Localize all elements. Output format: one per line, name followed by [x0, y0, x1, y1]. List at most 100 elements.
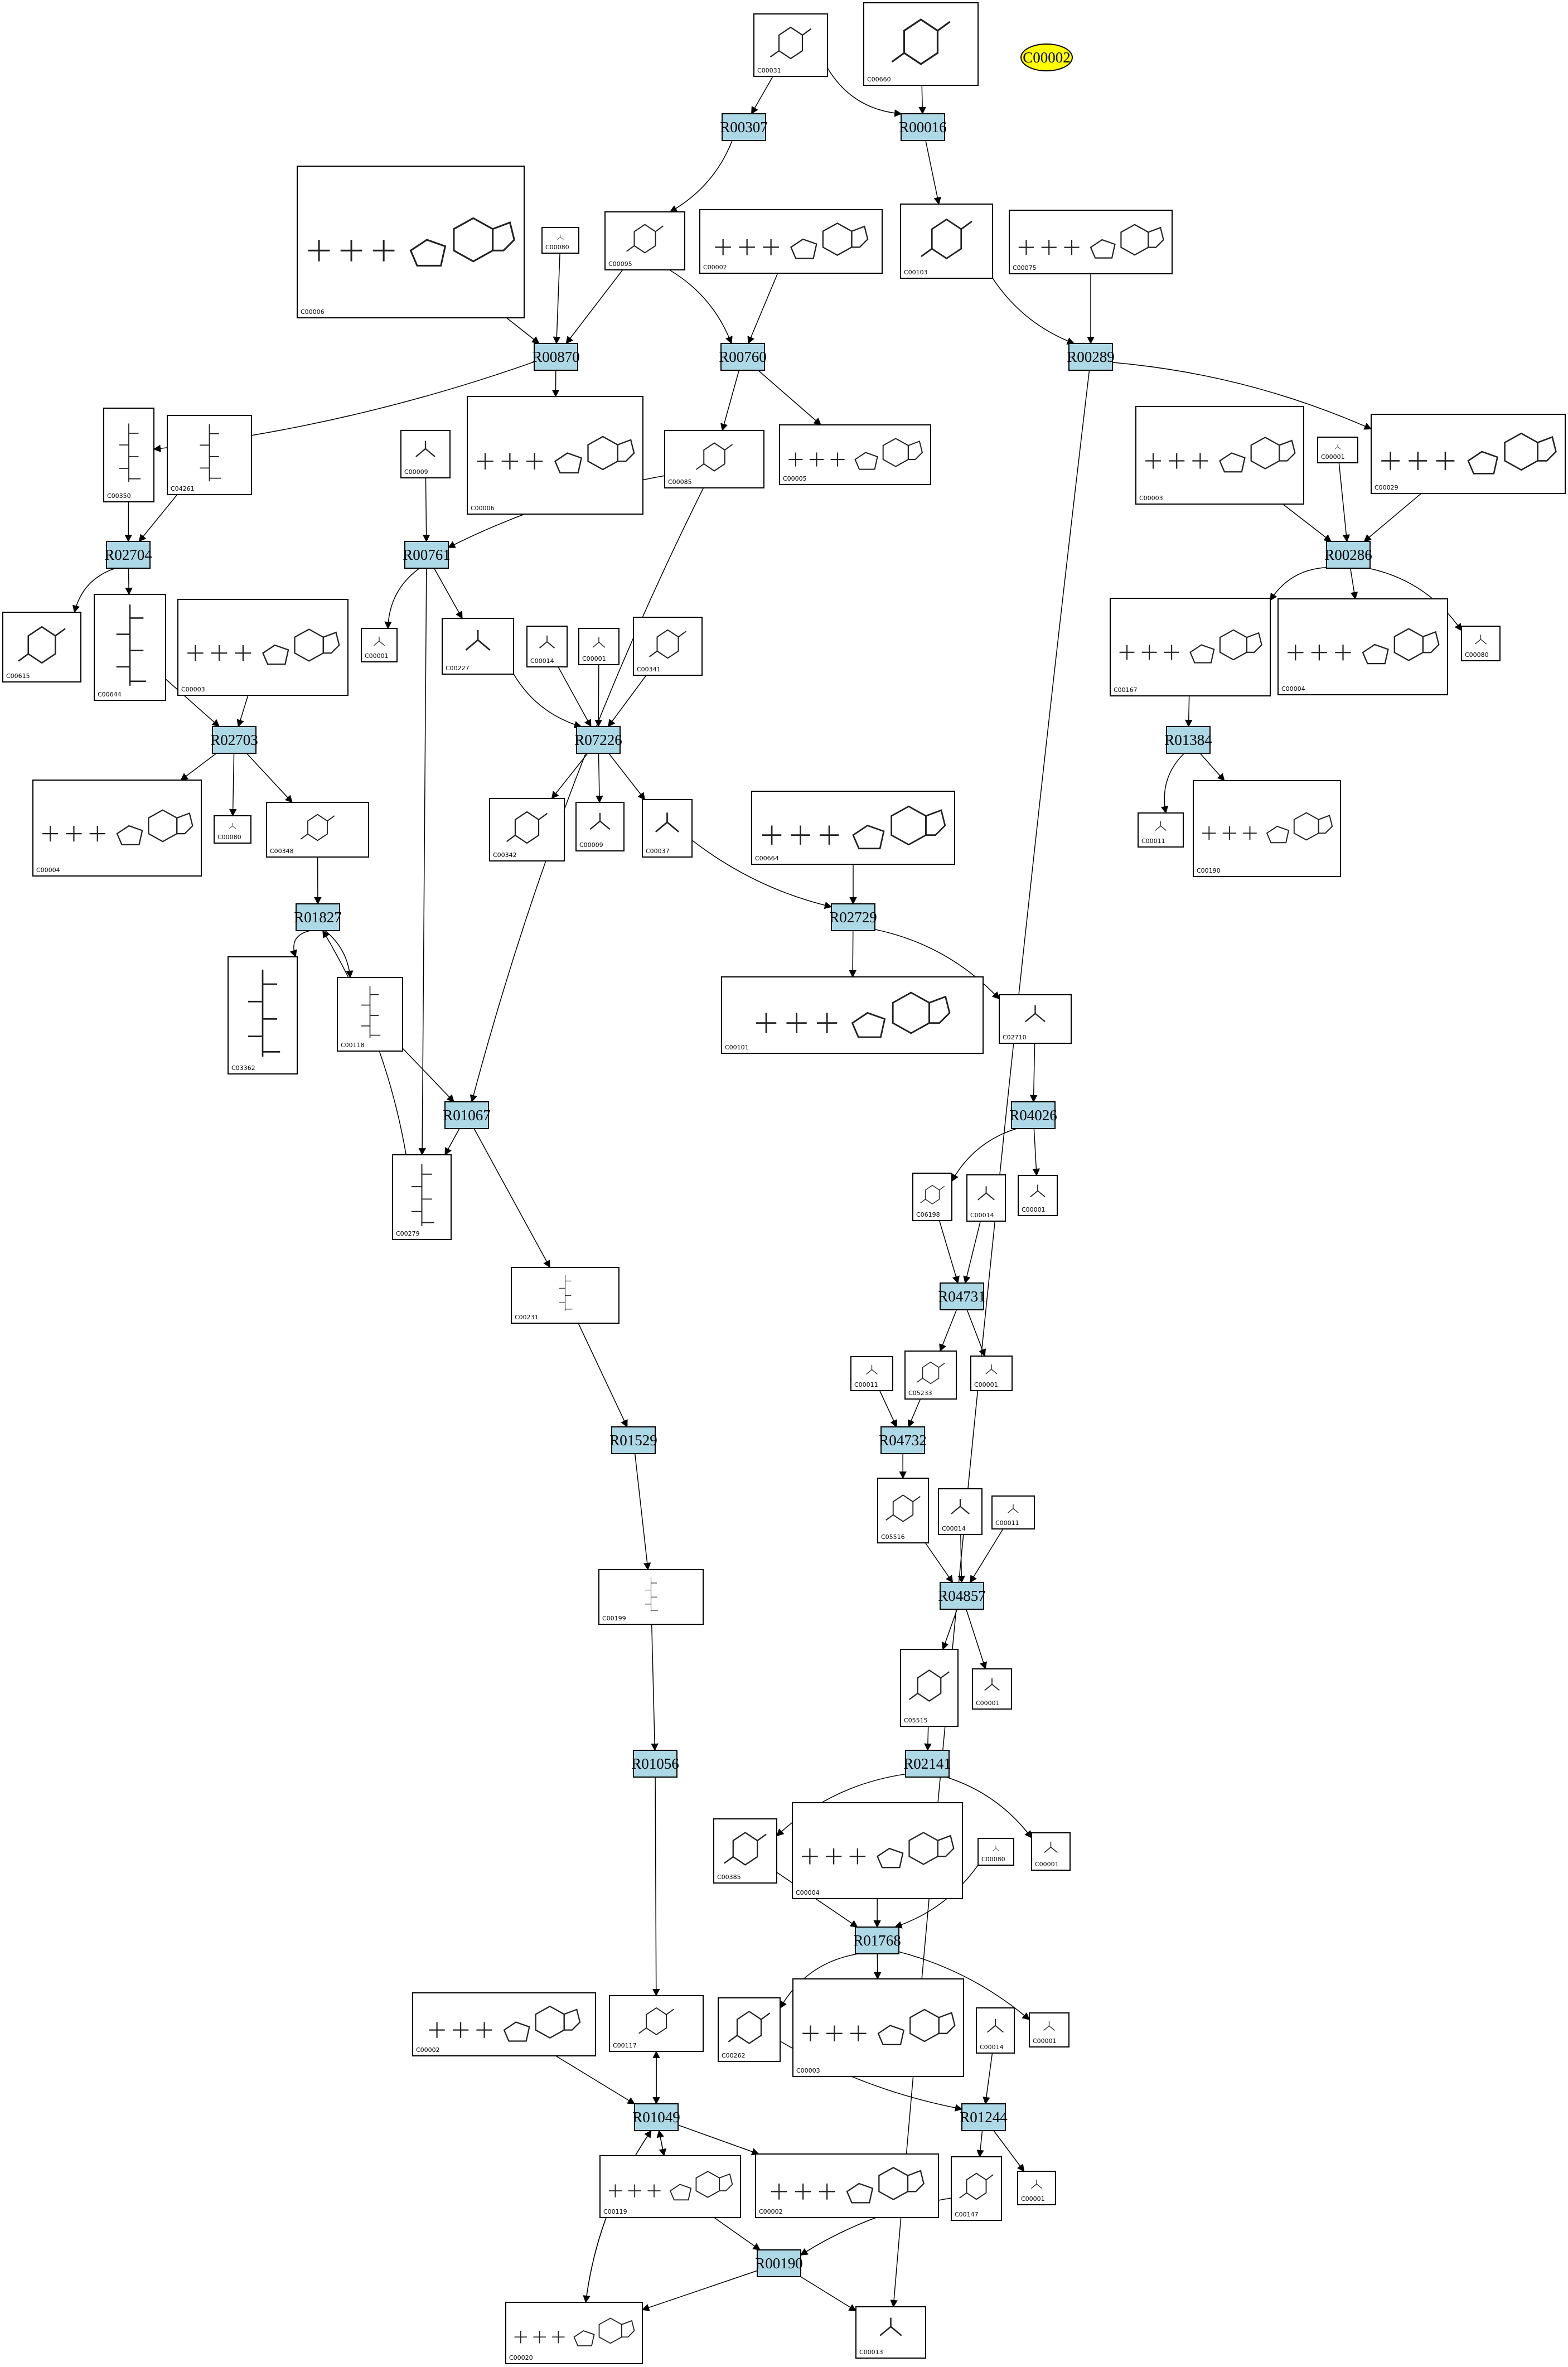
reaction-r01529[interactable]: R01529 — [609, 1426, 657, 1454]
compound-c00002[interactable]: C00002 — [699, 209, 883, 274]
compound-c00006[interactable]: C00006 — [467, 396, 643, 515]
compound-c00190[interactable]: C00190 — [1193, 780, 1341, 877]
compound-c00014[interactable]: C00014 — [526, 626, 568, 667]
compound-c00002[interactable]: C00002 — [412, 1992, 596, 2056]
compound-c00644[interactable]: C00644 — [94, 594, 166, 701]
reaction-r00016[interactable]: R00016 — [899, 113, 947, 141]
compound-c00080[interactable]: C00080 — [977, 1838, 1014, 1866]
compound-c05516[interactable]: C05516 — [877, 1478, 929, 1543]
compound-c00350[interactable]: C00350 — [103, 408, 154, 502]
compound-c00004[interactable]: C00004 — [1277, 598, 1448, 695]
compound-c00227[interactable]: C00227 — [442, 618, 514, 675]
reaction-r04857[interactable]: R04857 — [938, 1582, 986, 1610]
reaction-r01827[interactable]: R01827 — [294, 903, 342, 931]
reaction-r02703[interactable]: R02703 — [210, 726, 258, 754]
edge-arrow — [594, 664, 602, 728]
compound-c00615[interactable]: C00615 — [2, 612, 81, 682]
reaction-r02729[interactable]: R02729 — [829, 903, 877, 931]
compound-c00001[interactable]: C00001 — [972, 1668, 1012, 1710]
compound-c00001[interactable]: C00001 — [1017, 2171, 1056, 2205]
compound-c05233[interactable]: C05233 — [904, 1351, 957, 1400]
compound-c00003[interactable]: C00003 — [1135, 406, 1304, 505]
compound-c00003[interactable]: C00003 — [792, 1978, 964, 2077]
compound-c00011[interactable]: C00011 — [1138, 812, 1184, 848]
compound-c00009[interactable]: C00009 — [400, 430, 451, 478]
compound-c00001[interactable]: C00001 — [1031, 1832, 1071, 1871]
compound-c00011[interactable]: C00011 — [991, 1495, 1035, 1529]
compound-c00279[interactable]: C00279 — [392, 1154, 452, 1240]
reaction-r01768[interactable]: R01768 — [853, 1926, 901, 1954]
reaction-r01384[interactable]: R01384 — [1164, 726, 1212, 754]
compound-c00001[interactable]: C00001 — [1029, 2012, 1069, 2047]
compound-c03362[interactable]: C03362 — [228, 956, 298, 1074]
compound-c00004[interactable]: C00004 — [32, 780, 202, 877]
compound-c00006[interactable]: C00006 — [297, 166, 525, 318]
reaction-r00190[interactable]: R00190 — [755, 2249, 803, 2277]
reaction-r01049[interactable]: R01049 — [632, 2103, 680, 2131]
target-compound[interactable]: C00002 — [1020, 43, 1073, 71]
reaction-r01056[interactable]: R01056 — [631, 1750, 679, 1778]
compound-c00199[interactable]: C00199 — [598, 1569, 704, 1625]
reaction-r04732[interactable]: R04732 — [879, 1426, 927, 1454]
compound-c00001[interactable]: C00001 — [361, 628, 398, 662]
compound-c00664[interactable]: C00664 — [751, 791, 955, 865]
compound-c00001[interactable]: C00001 — [970, 1356, 1013, 1391]
compound-c00147[interactable]: C00147 — [951, 2156, 1002, 2221]
compound-c00095[interactable]: C00095 — [604, 211, 685, 270]
compound-c00005[interactable]: C00005 — [779, 424, 931, 485]
compound-c00014[interactable]: C00014 — [966, 1174, 1006, 1222]
compound-c00001[interactable]: C00001 — [578, 628, 620, 665]
reaction-r00761[interactable]: R00761 — [403, 541, 451, 569]
reaction-r00760[interactable]: R00760 — [719, 343, 767, 371]
reaction-r04026[interactable]: R04026 — [1009, 1101, 1057, 1129]
compound-c00118[interactable]: C00118 — [337, 977, 403, 1052]
reaction-r04731[interactable]: R04731 — [938, 1282, 986, 1310]
compound-c00080[interactable]: C00080 — [541, 227, 579, 254]
compound-c00011[interactable]: C00011 — [850, 1356, 893, 1391]
compound-c00001[interactable]: C00001 — [1317, 437, 1358, 463]
compound-c00103[interactable]: C00103 — [900, 204, 993, 279]
compound-c00004[interactable]: C00004 — [792, 1802, 963, 1899]
compound-c00085[interactable]: C00085 — [664, 430, 764, 488]
reaction-label: R04732 — [879, 1432, 927, 1449]
compound-c00075[interactable]: C00075 — [1009, 210, 1173, 274]
compound-c00031[interactable]: C00031 — [753, 13, 828, 77]
compound-c06198[interactable]: C06198 — [912, 1173, 952, 1221]
compound-c05515[interactable]: C05515 — [900, 1649, 959, 1727]
compound-c00262[interactable]: C00262 — [718, 1997, 781, 2062]
compound-c00009[interactable]: C00009 — [575, 802, 625, 851]
compound-c00014[interactable]: C00014 — [976, 2007, 1015, 2054]
compound-c00660[interactable]: C00660 — [863, 2, 979, 86]
compound-c00080[interactable]: C00080 — [1461, 626, 1501, 661]
compound-c00001[interactable]: C00001 — [1018, 1175, 1058, 1216]
edge-arrow — [596, 753, 603, 803]
compound-c04261[interactable]: C04261 — [167, 415, 252, 495]
compound-c00341[interactable]: C00341 — [633, 617, 703, 676]
compound-c00080[interactable]: C00080 — [214, 815, 251, 844]
reaction-r07226[interactable]: R07226 — [574, 726, 622, 754]
compound-c00002[interactable]: C00002 — [755, 2153, 939, 2218]
compound-c00020[interactable]: C00020 — [505, 2302, 643, 2364]
reaction-r02704[interactable]: R02704 — [104, 541, 152, 569]
compound-c00231[interactable]: C00231 — [511, 1267, 620, 1324]
reaction-r01244[interactable]: R01244 — [960, 2103, 1008, 2131]
reaction-r00286[interactable]: R00286 — [1324, 541, 1372, 569]
compound-c00385[interactable]: C00385 — [713, 1818, 777, 1884]
reaction-r02141[interactable]: R02141 — [903, 1750, 951, 1778]
compound-c00014[interactable]: C00014 — [938, 1488, 983, 1535]
compound-c00003[interactable]: C00003 — [177, 599, 349, 696]
compound-c02710[interactable]: C02710 — [999, 994, 1072, 1044]
compound-c00119[interactable]: C00119 — [599, 2155, 741, 2218]
compound-c00029[interactable]: C00029 — [1371, 414, 1566, 494]
compound-c00117[interactable]: C00117 — [609, 1995, 704, 2052]
reaction-r01067[interactable]: R01067 — [443, 1101, 491, 1129]
reaction-r00307[interactable]: R00307 — [720, 113, 768, 141]
compound-c00167[interactable]: C00167 — [1110, 598, 1271, 696]
compound-c00013[interactable]: C00013 — [855, 2306, 926, 2359]
compound-c00101[interactable]: C00101 — [721, 976, 984, 1054]
compound-c00342[interactable]: C00342 — [489, 798, 565, 861]
reaction-r00289[interactable]: R00289 — [1067, 343, 1115, 371]
compound-c00037[interactable]: C00037 — [642, 799, 693, 858]
compound-c00348[interactable]: C00348 — [266, 802, 369, 858]
reaction-r00870[interactable]: R00870 — [532, 343, 580, 371]
